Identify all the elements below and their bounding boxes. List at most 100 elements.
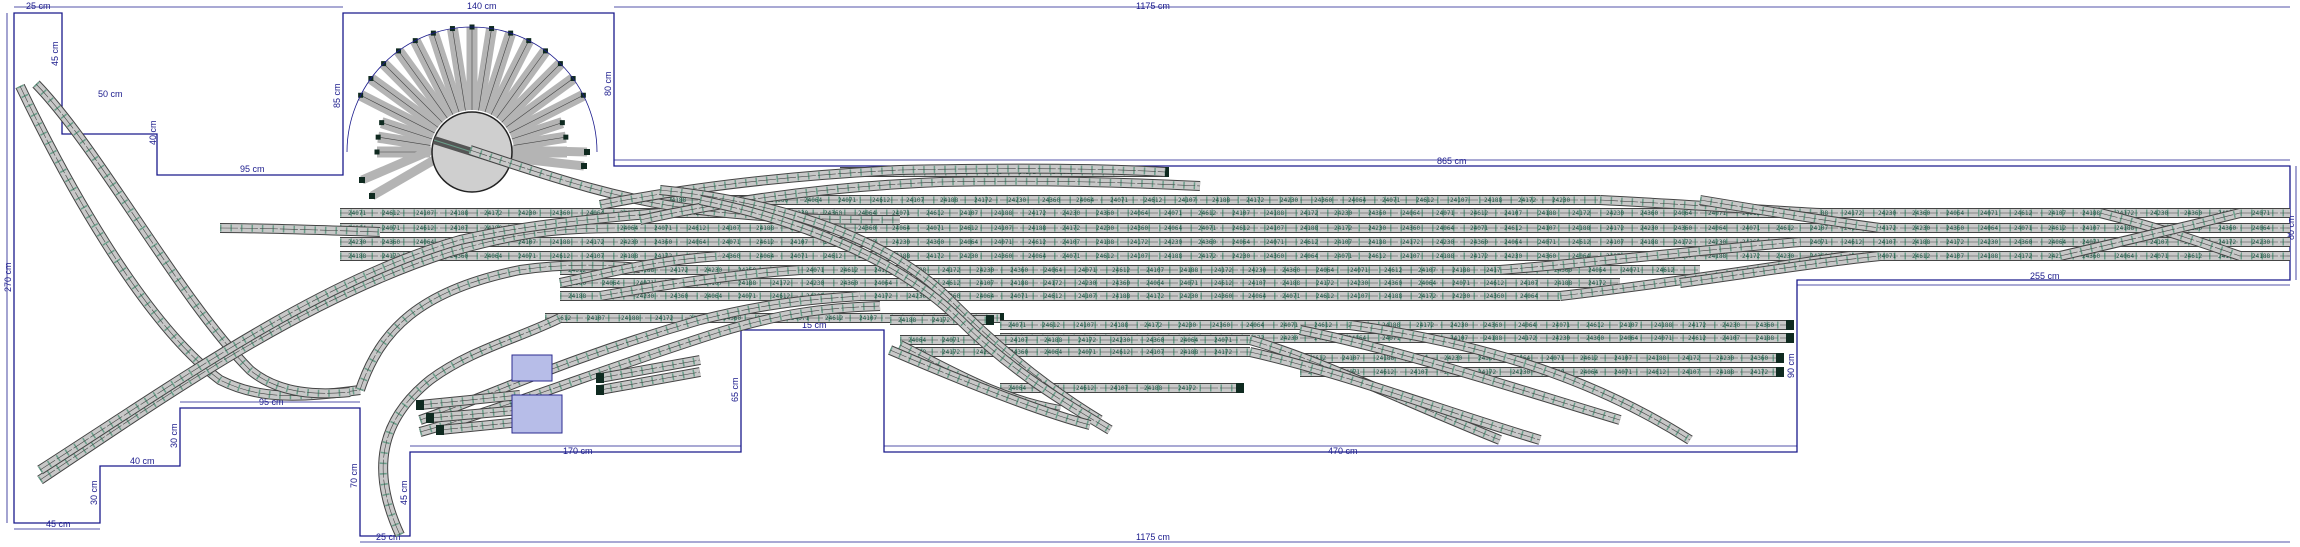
- track-piece-label: 24188: [1716, 369, 1734, 376]
- right-lower-4: [1349, 320, 1693, 445]
- dim-main-span: 865 cm: [1437, 156, 1467, 166]
- buffer-stop: [375, 134, 381, 140]
- track-piece-label: 24071: [1622, 267, 1640, 274]
- dimension-lines: [6, 6, 2297, 543]
- track-piece-label: 24071: [1708, 210, 1726, 217]
- track-piece-label: 24612: [1416, 197, 1434, 204]
- track-piece-label: 24064: [1436, 225, 1454, 232]
- track-piece-label: 24188: [1654, 322, 1672, 329]
- track-piece-label: 24107: [2048, 210, 2066, 217]
- track-piece-label: 24172: [1470, 253, 1488, 260]
- dim-inner-top-small: 15 cm: [802, 320, 827, 330]
- track-piece-label: 24230: [1280, 335, 1298, 342]
- left-diagonal-1-joints: [39, 227, 621, 481]
- track-piece-label: 24064: [1164, 225, 1182, 232]
- track-piece-label: 24107: [1722, 335, 1740, 342]
- track-piece-label: 24107: [994, 225, 1012, 232]
- roundhouse-stall-rail: [501, 63, 561, 123]
- track-piece-label: 24188: [636, 267, 654, 274]
- roundhouse-stall-rail: [398, 50, 448, 119]
- track-piece-label: 24612: [568, 267, 586, 274]
- track-piece-label: 24230: [1350, 280, 1368, 287]
- buffer-stop: [436, 425, 444, 435]
- track-piece-label: 24230: [1776, 253, 1794, 260]
- buffer-stop: [563, 134, 569, 140]
- track-piece-label: 24612: [1470, 210, 1488, 217]
- track-piece-label: 24230: [1512, 369, 1530, 376]
- dim-bottom-left: 45 cm: [46, 519, 71, 529]
- track-piece-label: 24064: [1044, 349, 1062, 356]
- track-piece-label: 24612: [1314, 322, 1332, 329]
- track-piece-label: 24071: [1062, 253, 1080, 260]
- track-piece-label: 24360: [1554, 267, 1572, 274]
- track-piece-label: 24188: [1484, 335, 1502, 342]
- left-loop-inner-bed: [33, 81, 351, 398]
- track-piece-label: 24107: [1010, 337, 1028, 344]
- track-piece-label: 24188: [1980, 253, 1998, 260]
- track-piece-label: 24188: [1044, 337, 1062, 344]
- track-piece-label: 24230: [348, 239, 366, 246]
- dim-left-lower-horizontal: 95 cm: [259, 397, 284, 407]
- track-piece-label: 24188: [2082, 210, 2100, 217]
- track-piece-label: 24071: [1742, 225, 1760, 232]
- track-piece-label: 24612: [756, 239, 774, 246]
- dim-left-height: 270 cm: [3, 262, 13, 292]
- track-piece-label: 24360: [1130, 225, 1148, 232]
- track-piece-label: 24064: [892, 225, 910, 232]
- track-piece-label: 24230: [908, 293, 926, 300]
- fiddle-stub-4: [596, 355, 701, 383]
- track-piece-label: 24230: [1232, 253, 1250, 260]
- track-piece-label: 24612: [1504, 225, 1522, 232]
- roundhouse-stall-rail: [370, 78, 439, 128]
- buffer-stop: [374, 149, 380, 155]
- track-piece-label: 24107: [1342, 355, 1360, 362]
- track-piece-label: 24107: [1266, 225, 1284, 232]
- track-piece-label: 24188: [994, 210, 1012, 217]
- track-piece-label: 24230: [1504, 253, 1522, 260]
- track-piece-label: 24107: [1946, 253, 1964, 260]
- track-piece-label: 24071: [1010, 293, 1028, 300]
- track-piece-label: 24230: [1452, 293, 1470, 300]
- track-piece-label: 24107: [722, 225, 740, 232]
- right-crossover-2: [2058, 208, 2242, 261]
- track-piece-label: 24188: [1096, 239, 1114, 246]
- dim-top-middle: 140 cm: [467, 1, 497, 11]
- track-piece-label: 24071: [348, 210, 366, 217]
- track-piece-label: 24188: [1282, 280, 1300, 287]
- track-piece-label: 24064: [2116, 253, 2134, 260]
- track-piece-label: 24172: [1878, 225, 1896, 232]
- track-piece-label: 24612: [1648, 369, 1666, 376]
- track-piece-label: 24360: [450, 253, 468, 260]
- track-piece-label: 24172: [1078, 337, 1096, 344]
- track-piece-label: 24107: [1130, 253, 1148, 260]
- track-piece-label: 24188: [1382, 322, 1400, 329]
- turntable-exit-track: [360, 145, 434, 185]
- track-piece-label: 24230: [1640, 225, 1658, 232]
- right-merge-4-joints: [1679, 255, 1881, 284]
- right-merge-2-joints: [1499, 241, 1801, 271]
- track-piece-label: 24612: [772, 293, 790, 300]
- track-piece-label: 24612: [1214, 280, 1232, 287]
- track-piece-label: 24188: [1144, 385, 1162, 392]
- track-piece-label: 24612: [1042, 322, 1060, 329]
- track-piece-label: 24064: [416, 239, 434, 246]
- track-piece-label: 24612: [1232, 225, 1250, 232]
- track-piece-label: 24360: [1470, 239, 1488, 246]
- track-piece-label: 24172: [1844, 210, 1862, 217]
- track-piece-label: 24360: [1486, 293, 1504, 300]
- track-piece-label: 24172: [1606, 225, 1624, 232]
- track-piece-label: 24188: [1554, 280, 1572, 287]
- track-piece-label: 24064: [704, 293, 722, 300]
- track-piece-label: 24360: [1112, 280, 1130, 287]
- track-piece-label: 24230: [1708, 239, 1726, 246]
- roundhouse-stall-rail: [414, 40, 454, 115]
- track-piece-label: 24107: [1620, 322, 1638, 329]
- track-piece-label: 24064: [586, 210, 604, 217]
- track-piece-label: 24107: [960, 210, 978, 217]
- buffer-stop: [1776, 367, 1784, 377]
- dim-right-top-vertical: 80 cm: [603, 71, 613, 96]
- lower-left-ascent-joints: [382, 317, 561, 536]
- left-diagonal-2-joints: [39, 212, 661, 471]
